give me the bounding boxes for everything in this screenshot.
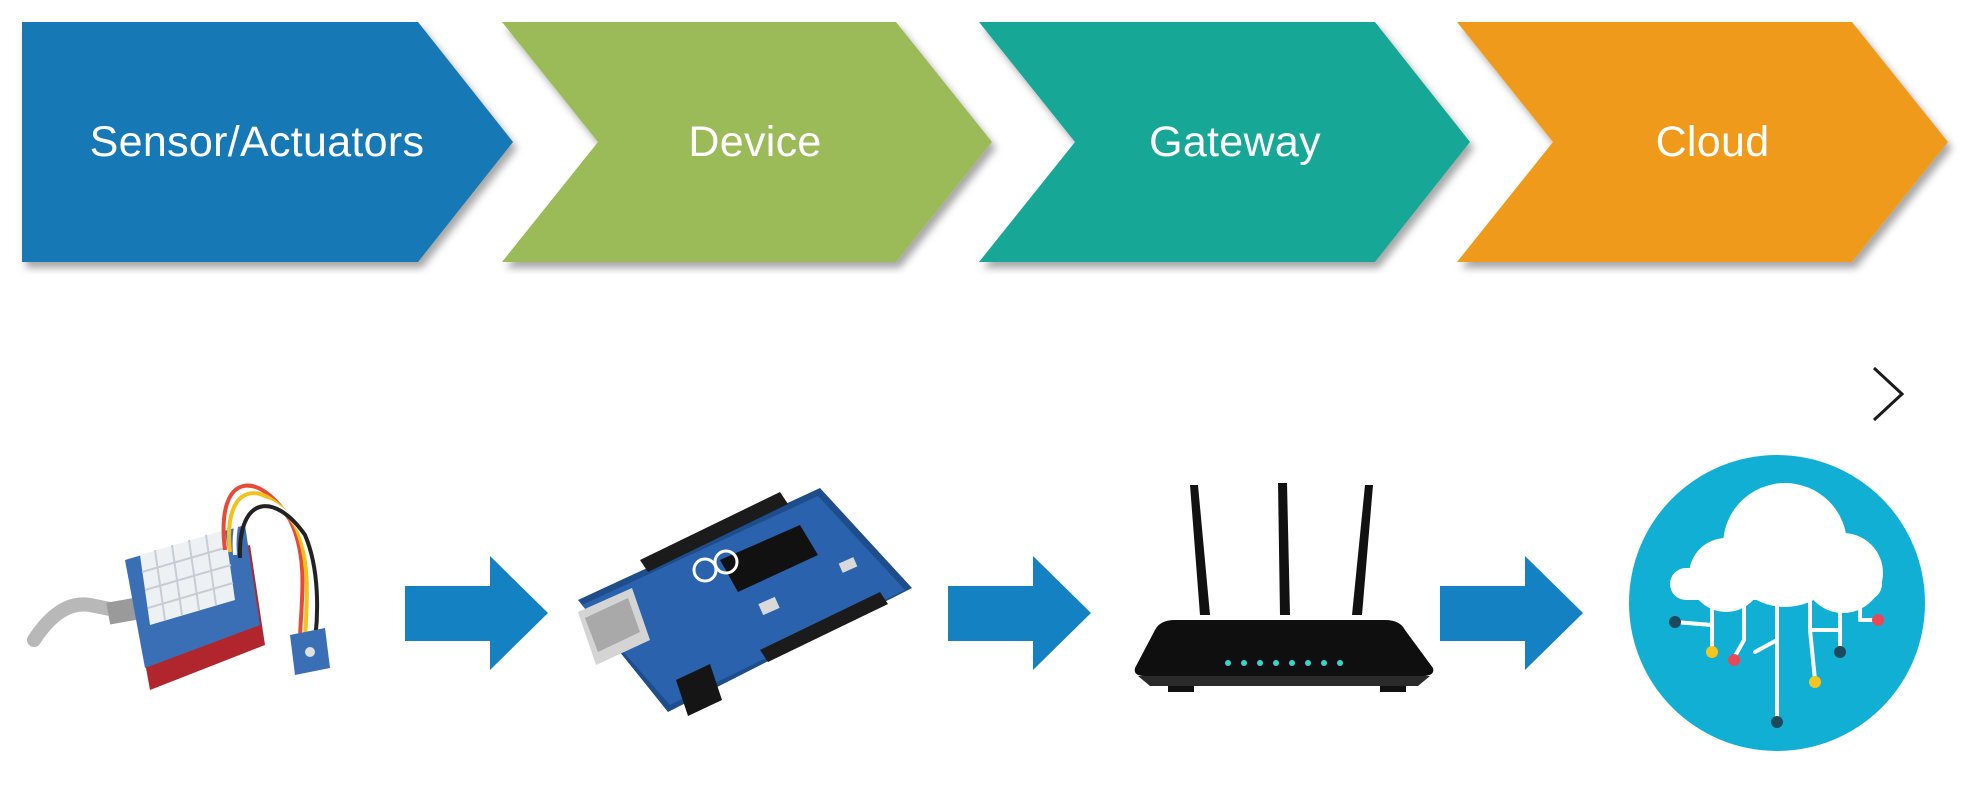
cloud-network-icon <box>1629 455 1925 751</box>
sensor-kit-icon <box>27 483 330 690</box>
stage-chevron-device <box>502 22 992 262</box>
arduino-board-icon <box>578 488 912 716</box>
flow-arrow-2 <box>948 556 1091 670</box>
flow-arrow-1 <box>405 556 548 670</box>
stage-chevron-sensor-actuators <box>22 22 513 262</box>
stage-chevron-gateway <box>979 22 1470 262</box>
chevron-right-icon[interactable] <box>1868 365 1908 423</box>
stage-chevron-cloud <box>1457 22 1948 262</box>
wifi-router-icon <box>1134 483 1434 692</box>
flow-arrow-3 <box>1440 556 1583 670</box>
